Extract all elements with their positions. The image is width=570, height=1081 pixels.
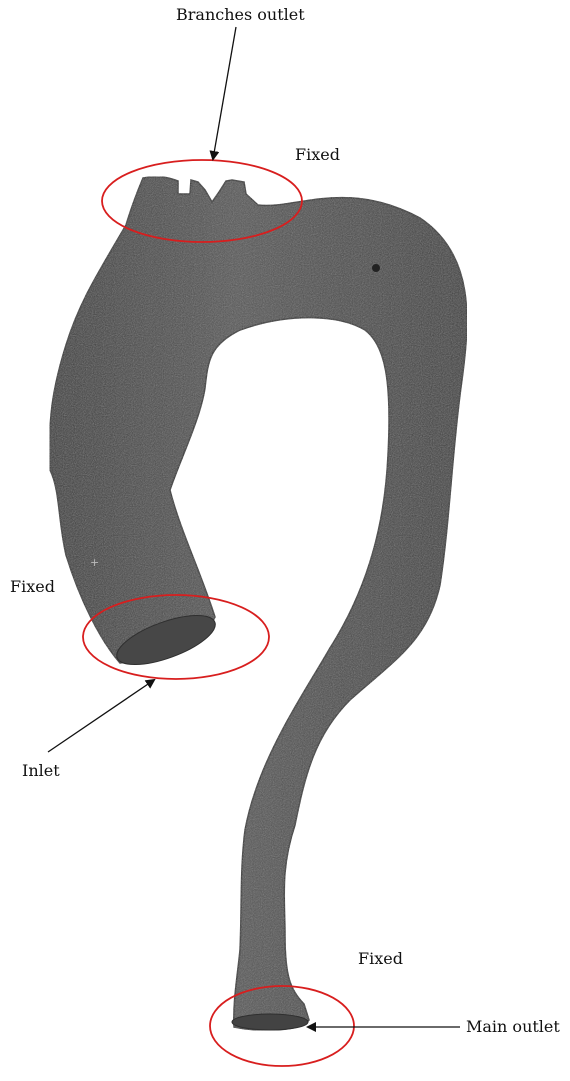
main-outlet-rim — [232, 1014, 308, 1030]
fixed-left-label: Fixed — [10, 579, 55, 595]
surface-plus-mark: + — [90, 556, 99, 569]
surface-mark — [372, 264, 380, 272]
fixed-top-label: Fixed — [295, 147, 340, 163]
aorta-vessel: + — [50, 177, 467, 1030]
branches-outlet-arrow — [213, 27, 236, 159]
inlet-arrow — [48, 680, 154, 752]
branches-outlet-label: Branches outlet — [176, 7, 305, 23]
fixed-bottom-label: Fixed — [358, 951, 403, 967]
main-outlet-label: Main outlet — [466, 1019, 560, 1035]
inlet-label: Inlet — [22, 763, 60, 779]
vessel-surface — [50, 177, 467, 1030]
